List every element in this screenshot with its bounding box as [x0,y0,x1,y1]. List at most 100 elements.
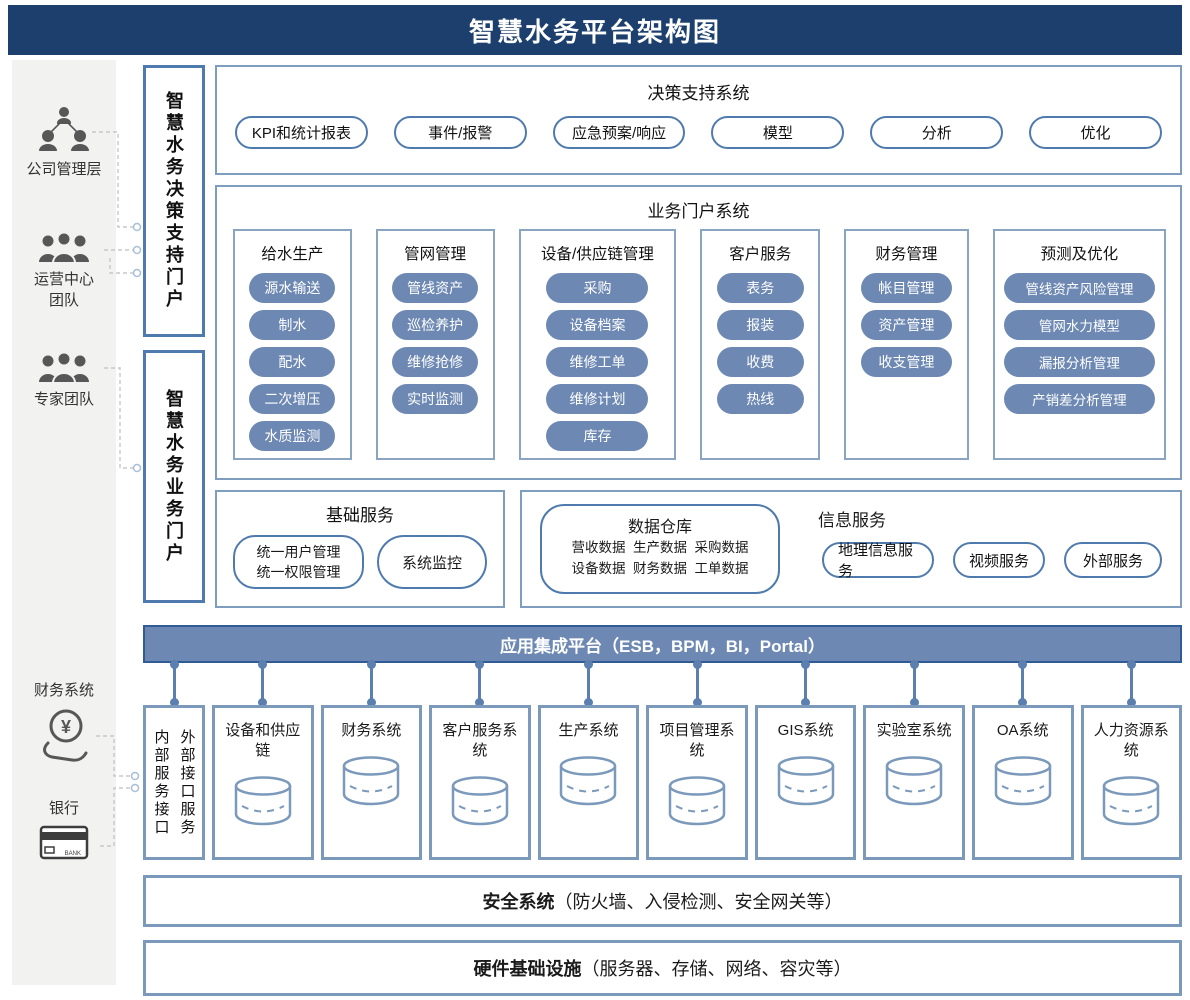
decision-pill: 优化 [1029,116,1162,149]
portal-label: 智慧水务业务门户 [164,388,184,565]
data-warehouse-box: 数据仓库 营收数据 生产数据 采购数据设备数据 财务数据 工单数据 [540,504,780,594]
column-title: 管网管理 [404,246,467,263]
hardware-detail: （服务器、存储、网络、容灾等） [581,959,852,979]
info-pills: 地理信息服务视频服务外部服务 [822,542,1162,580]
portal-label: 智慧水务决策支持门户 [164,91,184,311]
actor-management: 公司管理层 [12,106,116,180]
module-pill: 水质监测 [249,421,336,451]
system-box-frame: 人力资源系统 [1080,705,1183,860]
decision-pill: 应急预案/响应 [552,116,686,149]
module-pill: 管线资产风险管理 [1003,273,1156,303]
actor-label: 银行 [48,800,79,817]
column-title: 客户服务 [729,246,792,263]
system-title: 设备和供应链 [225,722,301,759]
system-title: OA系统 [996,722,1049,739]
info-service-pill: 地理信息服务 [822,542,934,580]
group-icon [39,231,89,264]
system-box: 客户服务系统 [429,660,531,860]
module-pill: 表务 [716,273,804,303]
decision-pill: KPI和统计报表 [235,116,368,149]
warehouse-row: 营收数据 生产数据 采购数据 [571,540,749,555]
module-pill: 管线资产 [392,273,479,303]
module-pill: 帐目管理 [860,273,952,303]
system-box-frame: 财务系统 [320,705,423,860]
actor-finance-system: 财务系统 ¥ [12,680,116,770]
svg-text:BANK: BANK [65,851,81,857]
module-pill: 漏报分析管理 [1003,347,1156,377]
portal-decision-support: 智慧水务决策支持门户 [143,65,205,337]
yen-hand-icon: ¥ [43,709,88,762]
database-icon [777,756,834,806]
security-title: 安全系统 [482,892,555,912]
system-box-frame: OA系统 [971,705,1074,860]
info-service-pill: 视频服务 [953,542,1045,578]
svg-text:¥: ¥ [61,717,71,737]
database-icon [1103,776,1160,826]
system-box-frame: 项目管理系统 [646,705,748,860]
module-pill: 巡检养护 [392,310,479,340]
business-column: 给水生产源水输送制水配水二次增压水质监测 [233,229,352,460]
module-pill: 维修抢修 [392,347,479,377]
connector-line [909,660,919,707]
interface-box: 内部服务接口 外部接口服务 [143,660,205,860]
database-icon [451,776,509,826]
actors-panel: 公司管理层 运营中心 团队 [12,60,116,985]
system-title: 项目管理系统 [659,722,735,759]
system-box-frame: 设备和供应链 [212,705,314,860]
system-box-frame: 客户服务系统 [429,705,531,860]
connector-line [366,660,376,707]
system-title: 实验室系统 [876,722,952,739]
section-title: 业务门户系统 [647,202,750,221]
system-box-frame: 生产系统 [537,705,640,860]
business-column: 设备/供应链管理采购设备档案维修工单维修计划库存 [518,229,677,460]
hardware-infrastructure-bar: 硬件基础设施 （服务器、存储、网络、容灾等） [143,940,1182,996]
connector-line [475,660,485,707]
database-icon [560,756,617,806]
system-box: 人力资源系统 [1080,660,1183,860]
module-pill: 二次增压 [249,384,336,414]
business-column: 预测及优化管线资产风险管理管网水力模型漏报分析管理产销差分析管理 [992,229,1166,460]
system-title: 财务系统 [341,722,402,739]
system-box: 财务系统 [320,660,423,860]
system-title: 客户服务系统 [442,722,518,759]
hardware-title: 硬件基础设施 [473,959,582,979]
integration-platform-bar: 应用集成平台（ESB，BPM，BI，Portal） [143,625,1182,663]
module-pill: 热线 [716,384,804,414]
portal-business: 智慧水务业务门户 [143,350,205,603]
module-pill: 资产管理 [860,310,952,340]
decision-pill: 模型 [711,116,845,149]
database-icon [885,756,943,806]
info-service-pill: 外部服务 [1064,542,1162,578]
user-mgmt-line: 统一用户管理 [256,544,341,560]
security-detail: （防火墙、入侵检测、安全网关等） [554,892,843,912]
business-column: 管网管理管线资产巡检养护维修抢修实时监测 [375,229,495,460]
security-system-bar: 安全系统 （防火墙、入侵检测、安全网关等） [143,875,1182,927]
column-title: 预测及优化 [1040,246,1119,263]
column-title: 设备/供应链管理 [541,246,654,263]
connector-line [801,660,811,707]
module-pill: 库存 [546,421,649,451]
basic-services-box: 基础服务 统一用户管理统一权限管理 系统监控 [215,490,505,608]
actor-label: 专家团队 [33,391,94,408]
actor-label: 财务系统 [33,682,94,699]
system-box-frame: 实验室系统 [863,705,965,860]
actor-label: 公司管理层 [26,161,102,178]
business-columns: 给水生产源水输送制水配水二次增压水质监测管网管理管线资产巡检养护维修抢修实时监测… [233,229,1166,460]
database-icon [668,776,726,826]
module-pill: 产销差分析管理 [1003,384,1156,414]
database-icon [234,776,292,826]
user-mgmt-line: 统一权限管理 [256,564,341,580]
system-monitor-pill: 系统监控 [377,535,487,589]
connector-line [258,660,268,707]
actor-operations: 运营中心 团队 [12,230,116,311]
database-icon [994,756,1051,806]
column-title: 给水生产 [261,246,324,263]
connector-line [169,660,179,707]
system-box: 实验室系统 [863,660,965,860]
business-portal-system-box: 业务门户系统 给水生产源水输送制水配水二次增压水质监测管网管理管线资产巡检养护维… [215,185,1182,480]
info-services-box: 数据仓库 营收数据 生产数据 采购数据设备数据 财务数据 工单数据 信息服务 地… [520,490,1182,608]
external-interface-service-label: 外部接口服务 [178,728,196,837]
module-pill: 设备档案 [546,310,649,340]
info-services-title: 信息服务 [818,511,886,530]
internal-service-interface-label: 内部服务接口 [152,728,170,837]
